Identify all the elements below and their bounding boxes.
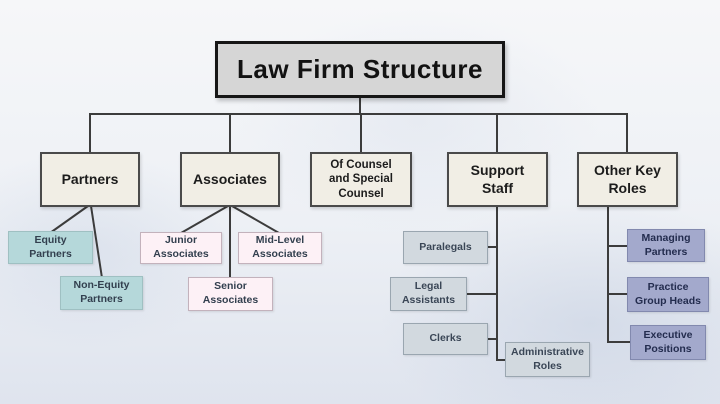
node-clerks: Clerks bbox=[403, 323, 488, 355]
node-partners-label: Partners bbox=[61, 170, 119, 187]
node-legal-assistants: Legal Assistants bbox=[390, 277, 467, 311]
node-legal-assistants-label: Legal Assistants bbox=[401, 280, 456, 306]
node-practice-group-heads-label: Practice Group Heads bbox=[635, 280, 701, 307]
node-partners: Partners bbox=[40, 152, 140, 207]
node-administrative-roles-label: Administrative Roles bbox=[511, 345, 584, 372]
node-managing-partners-label: Managing Partners bbox=[641, 231, 691, 258]
node-executive-positions: Executive Positions bbox=[630, 325, 706, 360]
node-junior-associates-label: Junior Associates bbox=[153, 234, 209, 260]
node-support-staff: Support Staff bbox=[447, 152, 548, 207]
node-other-key-roles-label: Other Key Roles bbox=[594, 162, 661, 196]
node-equity-partners-label: Equity Partners bbox=[29, 233, 72, 260]
node-associates-label: Associates bbox=[193, 170, 267, 187]
node-equity-partners: Equity Partners bbox=[8, 231, 93, 264]
node-other-key-roles: Other Key Roles bbox=[577, 152, 678, 207]
root-node-law-firm-structure: Law Firm Structure bbox=[215, 41, 505, 98]
node-mid-level-associates-label: Mid-Level Associates bbox=[252, 234, 308, 260]
node-managing-partners: Managing Partners bbox=[627, 229, 705, 262]
node-of-counsel-and-special-counsel: Of Counsel and Special Counsel bbox=[310, 152, 412, 207]
node-senior-associates: Senior Associates bbox=[188, 277, 273, 311]
node-paralegals-label: Paralegals bbox=[419, 240, 472, 253]
node-of-counsel-label: Of Counsel and Special Counsel bbox=[329, 158, 393, 200]
node-administrative-roles: Administrative Roles bbox=[505, 342, 590, 377]
node-associates: Associates bbox=[180, 152, 280, 207]
root-node-label: Law Firm Structure bbox=[237, 54, 483, 84]
node-support-staff-label: Support Staff bbox=[470, 162, 525, 196]
node-junior-associates: Junior Associates bbox=[140, 232, 222, 264]
node-non-equity-partners-label: Non-Equity Partners bbox=[73, 279, 130, 305]
node-non-equity-partners: Non-Equity Partners bbox=[60, 276, 143, 310]
node-executive-positions-label: Executive Positions bbox=[643, 328, 693, 355]
node-mid-level-associates: Mid-Level Associates bbox=[238, 232, 322, 264]
node-clerks-label: Clerks bbox=[429, 332, 462, 345]
node-senior-associates-label: Senior Associates bbox=[202, 280, 259, 306]
node-paralegals: Paralegals bbox=[403, 231, 488, 264]
node-practice-group-heads: Practice Group Heads bbox=[627, 277, 709, 312]
